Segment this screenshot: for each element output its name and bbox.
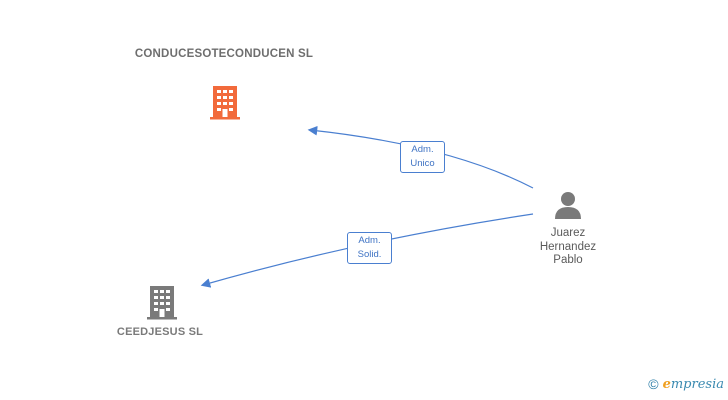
role-badge-adm-solid: Adm. Solid.: [347, 232, 392, 264]
person-icon[interactable]: [552, 190, 584, 220]
copyright-icon: ©: [648, 376, 659, 392]
building-icon[interactable]: [208, 84, 242, 120]
person-name: Juarez Hernandez Pablo: [539, 227, 597, 266]
company-secondary-label[interactable]: CEEDJESUS SL: [116, 326, 204, 338]
brand-logo: empresia: [662, 376, 724, 392]
building-icon[interactable]: [145, 284, 179, 320]
role-badge-adm-unico: Adm. Unico: [400, 141, 445, 173]
person-label[interactable]: Juarez Hernandez Pablo: [520, 227, 616, 268]
copyright-brand: © empresia: [648, 376, 724, 392]
company-main-label[interactable]: CONDUCESOTECONDUCEN SL: [134, 48, 314, 60]
